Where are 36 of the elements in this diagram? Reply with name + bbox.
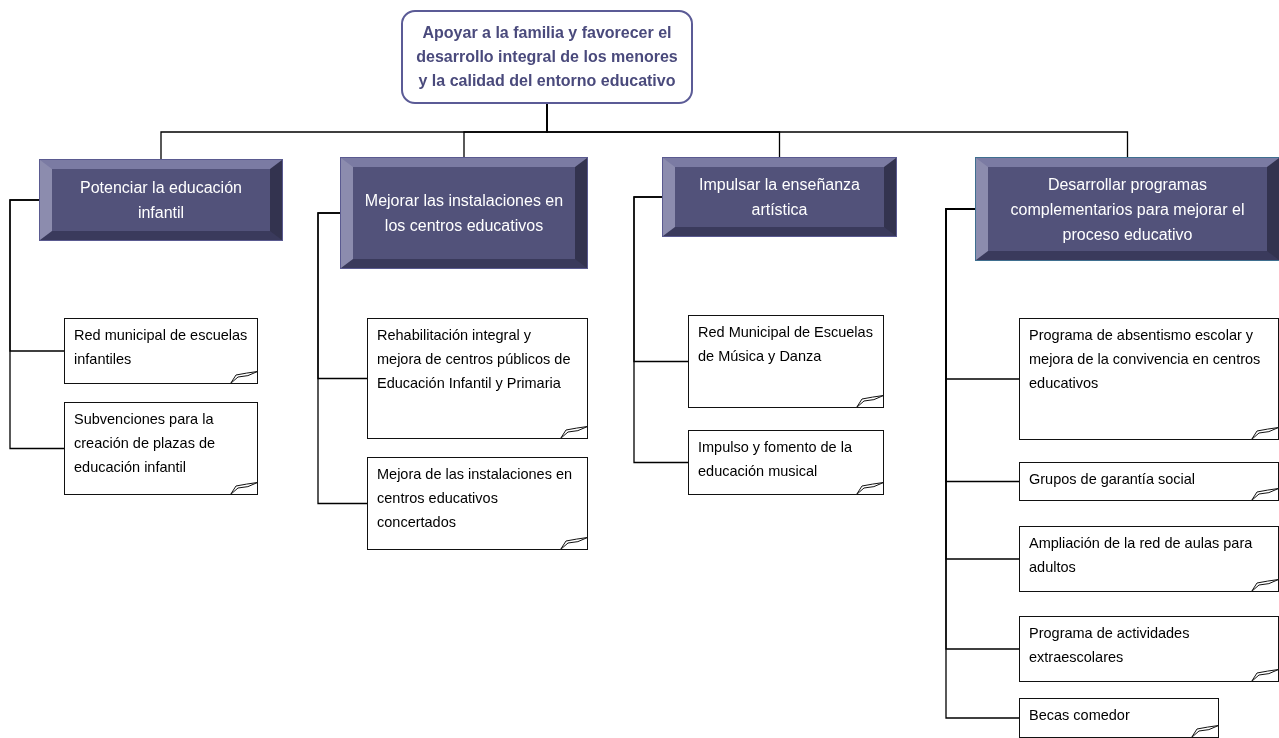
note-text: Red municipal de escuelas infantiles: [74, 326, 249, 369]
note-box: [64, 402, 258, 495]
note-box: [688, 430, 884, 495]
note-box: [1019, 698, 1219, 738]
note-text: Mejora de las instalaciones en centros educativos concertados: [377, 465, 574, 532]
objective-box: [976, 158, 1279, 260]
goal-text: Apoyar a la familia y favorecer el desarrollo integral de los menores y la calidad del entorno educativo: [415, 23, 679, 91]
objective-text: Mejorar las instalaciones en los centros educativos: [363, 191, 565, 236]
note-text: Ampliación de la red de aulas para adultos: [1029, 534, 1254, 577]
note-box: [1019, 616, 1279, 682]
note-text: Becas comedor: [1029, 706, 1131, 725]
connector-line: [546, 103, 1129, 159]
note-box: [367, 457, 588, 550]
connector-line: [9, 199, 65, 450]
goal-box: [401, 10, 693, 104]
objective-text: Impulsar la enseñanza artística: [698, 175, 861, 220]
objective-text: Desarrollar programas complementarios para mejorar el proceso educativo: [1009, 174, 1246, 245]
note-text: Rehabilitación integral y mejora de centros públicos de Educación Infantil y Primaria: [377, 326, 572, 393]
note-text: Subvenciones para la creación de plazas de educación infantil: [74, 410, 217, 477]
note-text: Impulso y fomento de la educación musical: [698, 438, 853, 481]
objective-box: [341, 158, 587, 268]
note-box: [367, 318, 588, 439]
note-box: [64, 318, 258, 384]
note-text: Red Municipal de Escuelas de Música y Danza: [698, 323, 874, 366]
objective-box: [663, 158, 896, 236]
note-text: Grupos de garantía social: [1029, 470, 1197, 489]
connector-line: [633, 196, 689, 464]
note-box: [1019, 318, 1279, 440]
note-box: [1019, 526, 1279, 592]
note-text: Programa de actividades extraescolares: [1029, 624, 1191, 667]
note-box: [1019, 462, 1279, 501]
connector-line: [317, 212, 368, 505]
note-box: [688, 315, 884, 408]
objective-text: Potenciar la educación infantil: [79, 178, 243, 223]
objective-box: [40, 160, 282, 240]
note-text: Programa de absentismo escolar y mejora de la convivencia en centros educativos: [1029, 326, 1262, 393]
